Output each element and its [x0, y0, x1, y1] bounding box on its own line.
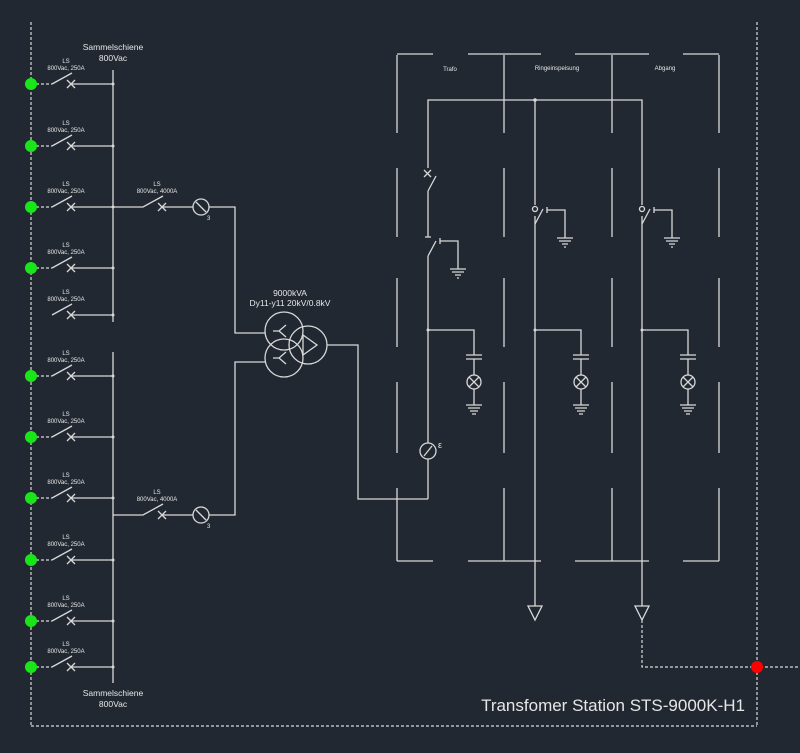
mv-busbar [427, 98, 643, 205]
feeder-breaker-name: LS [62, 290, 69, 296]
feeder-breaker-rating: 800Vac, 250A [47, 603, 84, 609]
current-transformer-icon [192, 198, 210, 216]
feeder-breaker[interactable] [31, 609, 115, 626]
feeder-breaker[interactable] [31, 486, 115, 503]
busbar-lower-label: Sammelschiene [83, 688, 144, 698]
feeder-breaker[interactable] [31, 655, 115, 672]
feeder-breaker-rating: 800Vac, 250A [47, 189, 84, 195]
panel-label-ring: Ringeinspeisung [535, 66, 579, 72]
feeder-status-indicator[interactable] [25, 431, 37, 443]
feeder-breaker-rating: 800Vac, 250A [47, 542, 84, 548]
feeder-breaker-rating: 800Vac, 250A [47, 480, 84, 486]
feeder-breaker-name: LS [62, 182, 69, 188]
feeder-breaker[interactable] [31, 364, 115, 381]
ct-label: 3 [207, 216, 211, 222]
lamp-icon [466, 374, 482, 390]
feeder-breaker-name: LS [62, 473, 69, 479]
fault-indicator[interactable] [751, 661, 763, 673]
current-transformer-icon [192, 506, 210, 524]
mv-ct-label: ε [438, 440, 442, 450]
feeder-breaker-name: LS [62, 596, 69, 602]
ring-cable-terminal[interactable] [526, 216, 544, 622]
main-breaker[interactable] [113, 195, 265, 334]
station-title: Transfomer Station STS-9000K-H1 [481, 696, 745, 715]
feeder-breaker-rating: 800Vac, 250A [47, 649, 84, 655]
station-border [30, 22, 800, 727]
feeder-breaker[interactable] [31, 548, 115, 565]
load-break-switch[interactable] [638, 205, 681, 248]
mv-current-transformer[interactable] [419, 442, 437, 499]
feeder-status-indicator[interactable] [25, 140, 37, 152]
transformer[interactable] [264, 311, 428, 500]
main-breaker-rating: 800Vac, 4000A [137, 189, 178, 195]
busbar-lower-voltage: 800Vac [99, 699, 128, 709]
feeder-breaker-rating: 800Vac, 250A [47, 358, 84, 364]
voltage-indicator-branch [640, 328, 696, 415]
feeder-breaker-rating: 800Vac, 250A [47, 250, 84, 256]
main-breaker[interactable] [113, 361, 265, 524]
feeder-status-indicator[interactable] [25, 78, 37, 90]
feeder-breaker[interactable] [31, 256, 115, 273]
feeder-breaker-name: LS [62, 412, 69, 418]
transformer-power: 9000kVA [273, 288, 307, 298]
outgoing-cable-terminal[interactable] [633, 216, 651, 622]
main-breaker-name: LS [153, 490, 160, 496]
main-breaker-name: LS [153, 182, 160, 188]
lamp-icon [573, 374, 589, 390]
busbar-upper-label: Sammelschiene [83, 42, 144, 52]
feeder-breaker-name: LS [62, 642, 69, 648]
trafo-circuit-breaker[interactable] [423, 169, 437, 237]
load-break-switch[interactable] [531, 205, 574, 248]
transformer-spec: Dy11-y11 20kV/0.8kV [250, 298, 331, 308]
feeder-breaker-name: LS [62, 243, 69, 249]
feeder-breaker-rating: 800Vac, 250A [47, 419, 84, 425]
feeder-status-indicator[interactable] [25, 554, 37, 566]
feeder-breaker[interactable] [31, 195, 115, 212]
panel-label-abgang: Abgang [655, 66, 676, 72]
feeder-status-indicator[interactable] [25, 262, 37, 274]
feeder-status-indicator[interactable] [25, 661, 37, 673]
feeder-status-indicator[interactable] [25, 615, 37, 627]
feeder-status-indicator[interactable] [25, 370, 37, 382]
feeder-breaker-name: LS [62, 121, 69, 127]
feeder-breaker-rating: 800Vac, 250A [47, 66, 84, 72]
feeder-status-indicator[interactable] [25, 492, 37, 504]
main-breaker-rating: 800Vac, 4000A [137, 497, 178, 503]
feeder-status-indicator[interactable] [25, 201, 37, 213]
feeder-breaker[interactable] [31, 134, 115, 151]
feeder-breaker-name: LS [62, 535, 69, 541]
trafo-earthing-switch[interactable] [425, 236, 466, 443]
lamp-icon [680, 374, 696, 390]
feeder-breaker-rating: 800Vac, 250A [47, 297, 84, 303]
panel-label-trafo: Trafo [443, 67, 457, 73]
ct-label: 3 [207, 524, 211, 530]
voltage-indicator-branch [426, 328, 482, 415]
feeder-breaker-name: LS [62, 351, 69, 357]
feeder-breaker[interactable] [31, 425, 115, 442]
feeder-breaker-name: LS [62, 59, 69, 65]
mv-switchgear-panels [396, 53, 720, 562]
busbar-upper-voltage: 800Vac [99, 53, 128, 63]
voltage-indicator-branch [533, 328, 589, 415]
feeder-breaker[interactable] [51, 303, 115, 320]
feeder-breaker-rating: 800Vac, 250A [47, 128, 84, 134]
feeder-breaker[interactable] [31, 72, 115, 89]
